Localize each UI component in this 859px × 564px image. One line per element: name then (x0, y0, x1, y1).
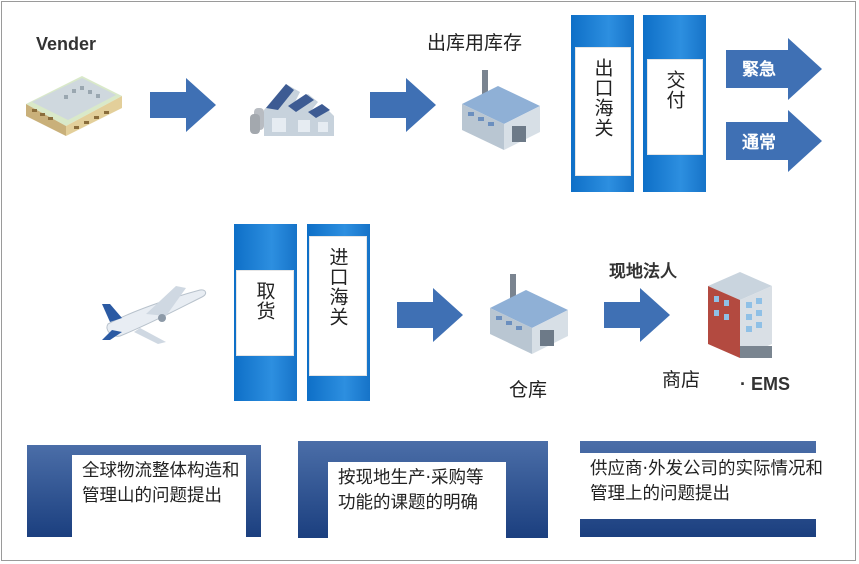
deliver-label: 交付 (647, 59, 703, 155)
vender-building-icon (26, 76, 122, 136)
import-customs-label: 进口海关 (309, 236, 367, 376)
normal-label: 通常 (742, 133, 776, 153)
export-customs-block: 出口海关 (571, 15, 634, 192)
flow-arrow-1 (150, 78, 216, 132)
issue-note-1: 全球物流整体构造和管理山的问题提出 (72, 455, 246, 537)
pickup-label: 取货 (236, 270, 294, 356)
flow-arrow-2 (370, 78, 436, 132)
issue-card-3: 供应商·外发公司的实际情况和管理上的问题提出 (580, 441, 846, 537)
export-customs-label: 出口海关 (575, 47, 631, 176)
normal-arrow (726, 110, 822, 172)
store-building-icon (708, 272, 772, 358)
urgent-label: 緊急 (742, 60, 776, 80)
issue-note-3: 供应商·外发公司的实际情况和管理上的问题提出 (580, 453, 846, 519)
issue-card-1: 全球物流整体构造和管理山的问题提出 (27, 445, 261, 537)
pickup-block: 取货 (234, 224, 297, 401)
vender-label: Vender (36, 34, 97, 54)
urgent-arrow (726, 38, 822, 100)
factory-icon (250, 84, 334, 136)
warehouse-icon-2 (490, 274, 568, 354)
stock-label: 出库用库存 (427, 32, 523, 54)
warehouse-icon (462, 70, 540, 150)
local-corp-label: 现地法人 (609, 262, 677, 281)
issue-card-2: 按现地生产·采购等功能的课题的明确 (298, 441, 548, 538)
warehouse-label: 仓库 (509, 379, 548, 401)
airplane-icon (102, 286, 207, 344)
import-customs-block: 进口海关 (307, 224, 370, 401)
flow-arrow-3 (397, 288, 463, 342)
store-label: 商店 (662, 369, 701, 391)
ems-label: · EMS (740, 374, 791, 394)
issue-note-2: 按现地生产·采购等功能的课题的明确 (328, 462, 506, 538)
flow-arrow-4 (604, 288, 670, 342)
deliver-block: 交付 (643, 15, 706, 192)
